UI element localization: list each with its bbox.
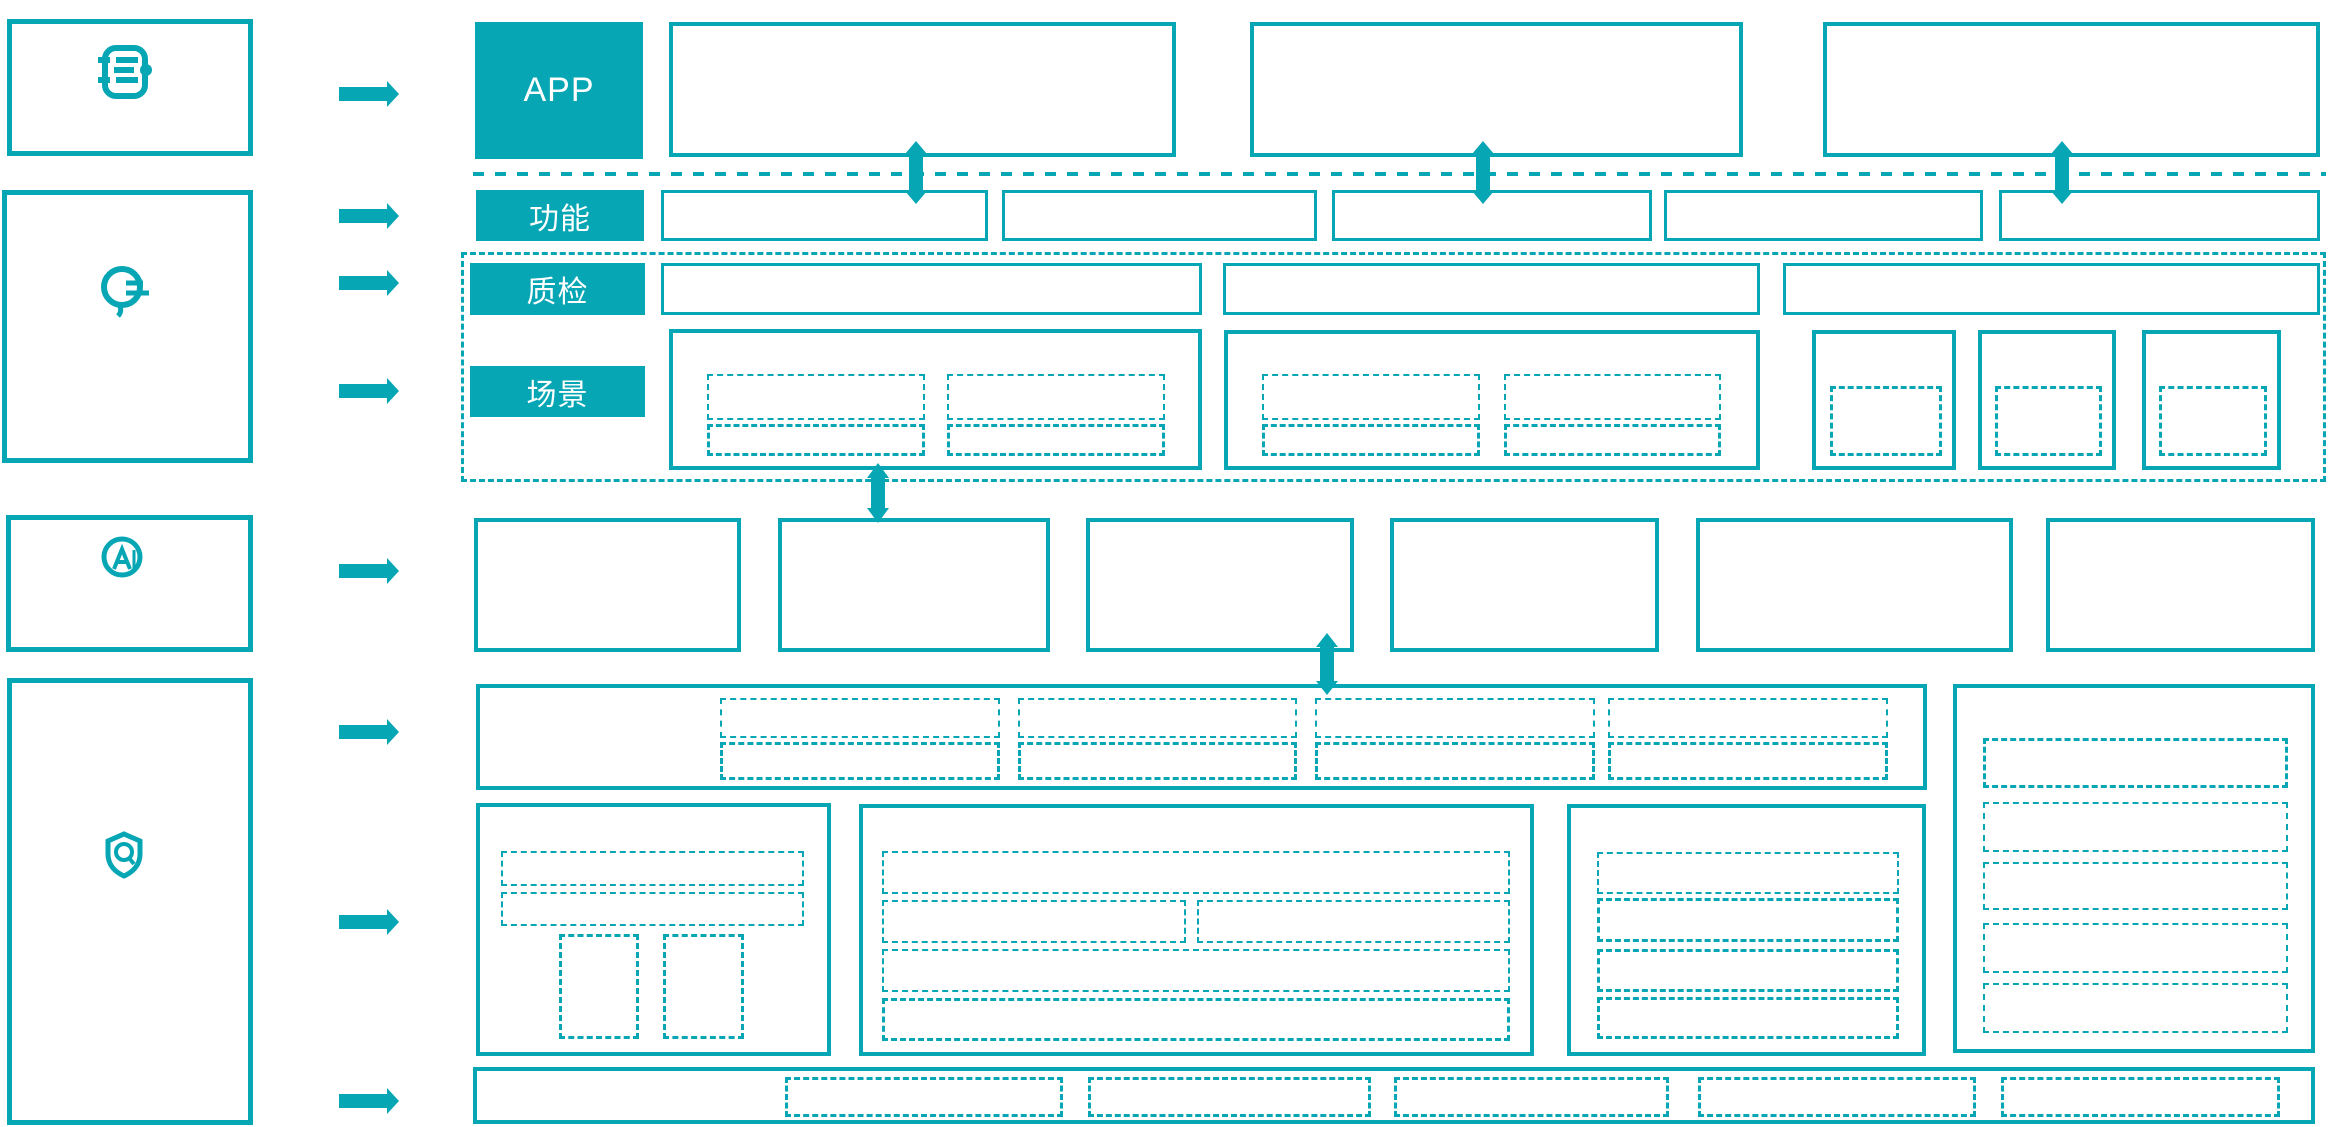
detail-box-1 [476,803,831,1056]
scene-small-2-sub [1995,386,2102,456]
scene-2-sub-1 [1262,374,1480,420]
bottom-sub-2 [1088,1077,1371,1117]
scene-1-sub-2 [947,374,1165,420]
quality-scene-container [461,252,2326,482]
dashed-separator [473,172,2326,176]
band-sub-3b [1315,742,1595,780]
app-label: APP [523,71,595,109]
scene-small-3 [2142,330,2281,470]
bottom-sub-5 [2001,1077,2280,1117]
row5-box-3 [1086,518,1354,652]
v-arrow-5 [1316,633,1338,695]
row5-box-4 [1390,518,1659,652]
v-arrow-2 [1472,141,1494,204]
band-sub-3a [1315,698,1595,738]
tall-sub-5 [1983,983,2288,1033]
left-panel-service [2,190,253,463]
detail-1-sub-1 [501,851,804,886]
bottom-sub-1 [785,1077,1063,1117]
detail-box-2 [859,804,1534,1056]
scene-small-1-sub [1830,386,1942,456]
row5-box-2 [778,518,1050,652]
function-label: 功能 [529,202,591,236]
tall-sub-1 [1983,738,2288,788]
band-sub-2b [1018,742,1297,780]
function-box-2 [1002,190,1317,241]
row5-box-1 [474,518,741,652]
left-panel-ai [6,515,253,652]
detail-1-sub-3 [559,934,639,1039]
function-box-4 [1664,190,1983,241]
scene-small-2 [1978,330,2116,470]
arrow-right-6 [339,719,399,745]
band-sub-1a [720,698,1000,738]
scene-group-1 [669,329,1202,470]
band-sub-1b [720,742,1000,780]
scene-2-sub-3 [1262,424,1480,456]
chat-head-icon [100,262,152,320]
scene-group-2 [1224,330,1760,470]
band-sub-2a [1018,698,1297,738]
scene-label: 场景 [526,378,589,412]
row1-box-2 [1250,22,1743,157]
function-label-box: 功能 [476,190,644,241]
arrow-right-7 [339,909,399,935]
scene-1-sub-4 [947,424,1165,456]
scene-label-box: 场景 [470,366,645,417]
detail-2-sub-5 [882,998,1510,1041]
right-tall-box [1953,684,2315,1053]
detail-3-sub-2 [1597,898,1899,942]
detail-3-sub-4 [1597,997,1899,1039]
row1-box-1 [669,22,1176,157]
v-arrow-1 [905,141,927,204]
detail-2-sub-2 [882,900,1186,943]
v-arrow-4 [867,463,889,523]
detail-1-sub-2 [501,892,804,926]
arrow-right-2 [339,203,399,229]
quality-box-3 [1783,263,2320,315]
detail-1-sub-4 [663,934,744,1039]
bottom-sub-3 [1394,1077,1669,1117]
scene-small-1 [1812,330,1956,470]
scene-2-sub-2 [1504,374,1721,420]
row1-box-3 [1823,22,2320,157]
scene-2-sub-4 [1504,424,1721,456]
detail-3-sub-1 [1597,852,1899,894]
arrow-right-1 [339,81,399,107]
scene-1-sub-3 [707,424,925,456]
bottom-sub-4 [1698,1077,1976,1117]
scene-small-3-sub [2159,386,2267,456]
detail-3-sub-3 [1597,949,1899,992]
v-arrow-3 [2051,141,2073,204]
detail-box-3 [1567,804,1926,1056]
function-box-3 [1332,190,1652,241]
function-box-5 [1999,190,2320,241]
app-label-box: APP [475,22,643,159]
shield-q-icon [103,831,145,879]
quality-box-2 [1223,263,1760,315]
quality-label-box: 质检 [470,263,645,315]
quality-label: 质检 [526,276,589,309]
tall-sub-2 [1983,802,2288,852]
row5-box-6 [2046,518,2315,652]
arrow-right-8 [339,1088,399,1114]
detail-2-sub-3 [1197,900,1510,943]
function-box-1 [661,190,988,241]
row5-box-5 [1696,518,2013,652]
band-sub-4b [1608,742,1888,780]
ai-head-icon [101,534,147,588]
arrow-right-3 [339,270,399,296]
tall-sub-4 [1983,923,2288,973]
quality-box-1 [661,263,1202,315]
band-sub-4a [1608,698,1888,738]
left-panel-log [7,19,253,156]
arrow-right-5 [339,558,399,584]
arrow-right-4 [339,378,399,404]
detail-2-sub-4 [882,949,1510,992]
tall-sub-3 [1983,862,2288,910]
scene-1-sub-1 [707,374,925,420]
detail-2-sub-1 [882,851,1510,894]
log-list-icon [96,44,154,100]
left-panel-shield [7,678,253,1125]
